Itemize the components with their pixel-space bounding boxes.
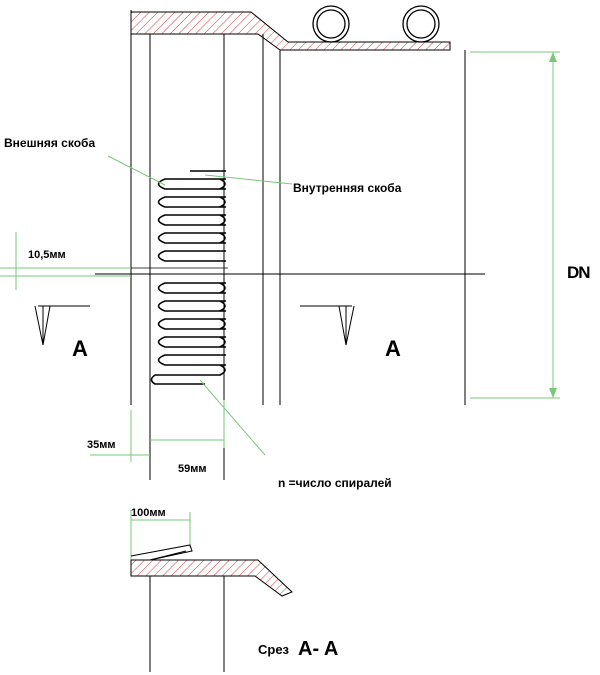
vessel-walls <box>130 34 466 480</box>
dim-35-label: 35мм <box>87 439 116 451</box>
section-caption: Срез <box>258 642 290 657</box>
section-label-right: A <box>385 336 401 361</box>
spiral-coils-upper <box>157 170 226 262</box>
section-arrow-right <box>300 305 355 346</box>
top-flange <box>130 10 451 51</box>
section-detail <box>130 544 293 672</box>
dim-arrows <box>549 52 557 398</box>
section-caption-letters: A- A <box>298 638 338 660</box>
spiral-coils-lower <box>150 282 226 385</box>
dim-59-label: 59мм <box>178 463 207 475</box>
section-arrow-left <box>34 305 90 346</box>
leader-lines <box>0 51 560 560</box>
inner-bracket-label: Внутренняя скоба <box>293 181 402 195</box>
dim-100-label: 100мм <box>131 507 166 519</box>
stiffener-rings <box>312 5 440 43</box>
outer-bracket-label: Внешняя скоба <box>4 136 95 150</box>
diameter-label: DN <box>567 263 590 282</box>
spiral-count-label: n =число спиралей <box>278 476 392 490</box>
section-label-left: A <box>72 336 88 361</box>
gap-dimension-label: 10,5мм <box>28 249 66 261</box>
